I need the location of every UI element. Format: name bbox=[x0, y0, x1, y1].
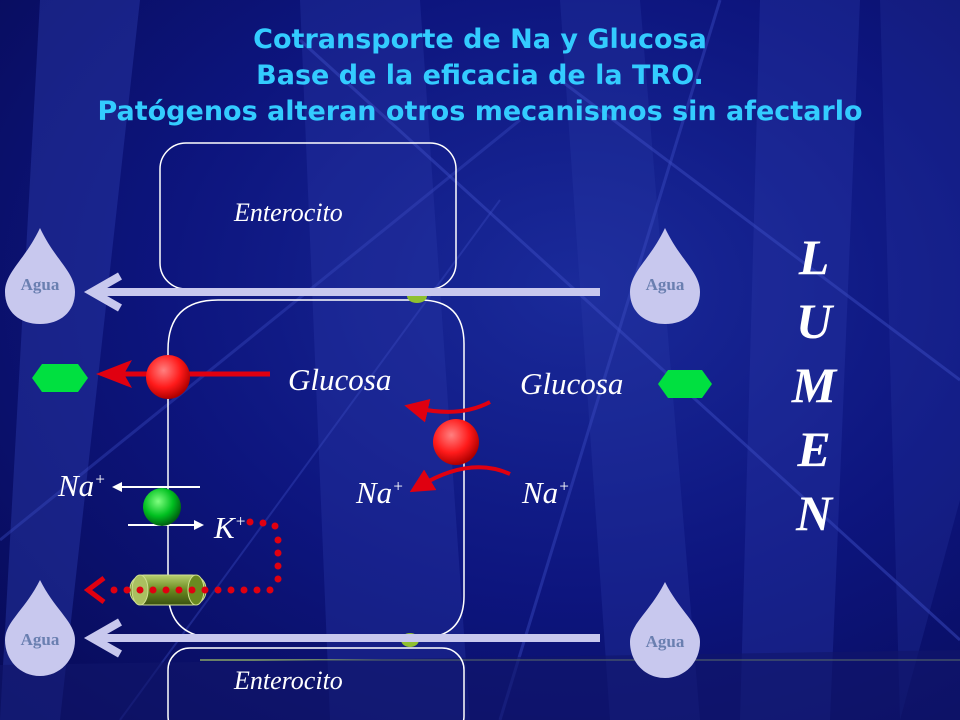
lumen-label: L U M E N bbox=[784, 225, 844, 545]
lumen-letter: U bbox=[795, 293, 833, 349]
sglt1-cotransporter bbox=[433, 419, 479, 465]
na-mid-label: Na+ bbox=[356, 475, 404, 510]
water-drop-icon bbox=[5, 228, 75, 324]
lumen-letter: N bbox=[795, 485, 833, 541]
enterocyte-main-outline bbox=[167, 299, 465, 639]
glucose-hexagon-lumen bbox=[658, 370, 712, 398]
enterocyte-top-label: Enterocito bbox=[234, 198, 343, 227]
lumen-letter: M bbox=[791, 357, 837, 413]
na-k-pump bbox=[143, 488, 181, 526]
enterocyte-bottom-label: Enterocito bbox=[234, 666, 343, 695]
lumen-letter: L bbox=[798, 229, 830, 285]
title-line-2: Base de la eficacia de la TRO. bbox=[256, 60, 704, 91]
water-drop-icon bbox=[5, 580, 75, 676]
water-drop-icon bbox=[630, 582, 700, 678]
water-arrow-bottom bbox=[83, 618, 600, 658]
k-dotted-path bbox=[83, 518, 282, 604]
agua-top-left-label: Agua bbox=[20, 275, 60, 294]
lumen-letter: E bbox=[797, 421, 831, 477]
water-drop-icon bbox=[630, 228, 700, 324]
glucose-hexagon-inside bbox=[32, 364, 88, 392]
agua-top-right-label: Agua bbox=[645, 275, 685, 294]
na-right-label: Na+ bbox=[522, 475, 570, 510]
agua-bottom-left-label: Agua bbox=[20, 630, 60, 649]
glucosa-lumen-label: Glucosa bbox=[520, 366, 624, 401]
k-label: K+ bbox=[214, 510, 247, 545]
enterocyte-bottom-outline bbox=[167, 647, 465, 720]
title-line-1: Cotransporte de Na y Glucosa bbox=[253, 24, 707, 55]
title-line-3: Patógenos alteran otros mecanismos sin a… bbox=[97, 96, 863, 127]
glucosa-inner-label: Glucosa bbox=[288, 362, 392, 397]
glut-transporter bbox=[146, 355, 190, 399]
na-left-label: Na+ bbox=[58, 468, 106, 503]
water-arrow-top bbox=[83, 272, 600, 312]
agua-bottom-right-label: Agua bbox=[645, 632, 685, 651]
